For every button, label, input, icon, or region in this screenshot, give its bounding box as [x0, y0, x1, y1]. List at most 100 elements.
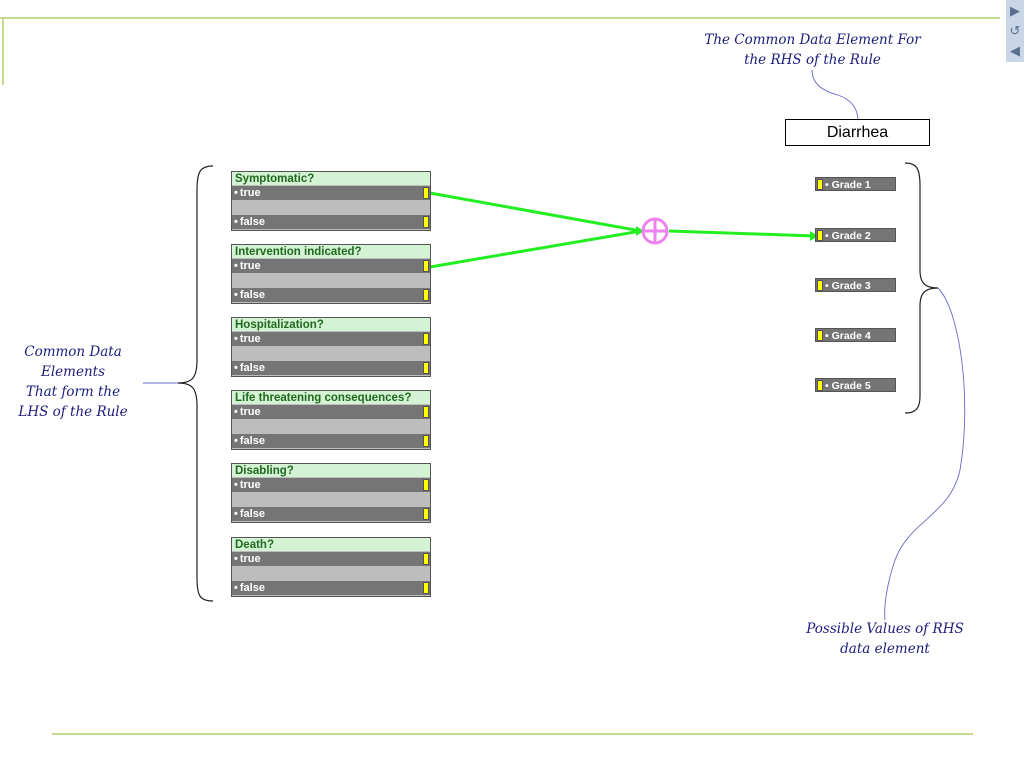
port-handle[interactable]	[423, 508, 429, 520]
return-icon[interactable]: ↺	[1009, 22, 1021, 38]
cde-death[interactable]: Death? •true •false	[231, 537, 431, 597]
bullet-icon: •	[234, 479, 238, 491]
cde-symptomatic[interactable]: Symptomatic? •true •false	[231, 171, 431, 231]
value-label: false	[239, 508, 265, 520]
port-handle[interactable]	[423, 435, 429, 447]
value-label: true	[239, 406, 261, 418]
grade-4-node[interactable]: • Grade 4	[815, 328, 896, 342]
value-true-row[interactable]: •true	[232, 552, 430, 566]
bullet-icon: •	[234, 362, 238, 374]
value-false-row[interactable]: •false	[232, 507, 430, 521]
value-label: false	[239, 582, 265, 594]
value-label: true	[239, 333, 261, 345]
top-rule-line	[0, 17, 1000, 19]
rhs-element-box[interactable]: Diarrhea	[785, 119, 930, 146]
port-handle[interactable]	[817, 330, 823, 341]
circle-plus-icon	[641, 217, 669, 245]
bullet-icon: •	[234, 582, 238, 594]
grade-label-text: Grade 5	[831, 380, 871, 392]
grade-2-node[interactable]: • Grade 2	[815, 228, 896, 242]
port-handle[interactable]	[423, 289, 429, 301]
bullet-icon: •	[234, 553, 238, 565]
value-true-row[interactable]: •true	[232, 332, 430, 346]
value-label: false	[239, 216, 265, 228]
port-handle[interactable]	[423, 362, 429, 374]
cde-title: Life threatening consequences?	[232, 391, 430, 404]
value-label: true	[239, 479, 261, 491]
triangle-right-icon[interactable]: ▶	[1010, 2, 1020, 18]
port-handle[interactable]	[817, 280, 823, 291]
value-true-row[interactable]: •true	[232, 259, 430, 273]
value-label: true	[239, 187, 261, 199]
grade-3-node[interactable]: • Grade 3	[815, 278, 896, 292]
lhs-note-line-4: LHS of the Rule	[18, 404, 128, 420]
lhs-brace	[177, 165, 214, 602]
bullet-icon: •	[234, 508, 238, 520]
value-true-row[interactable]: •true	[232, 405, 430, 419]
value-true-row[interactable]: •true	[232, 478, 430, 492]
grade-label: • Grade 5	[825, 380, 871, 392]
bullet-icon: •	[234, 187, 238, 199]
value-label: false	[239, 289, 265, 301]
cde-title: Death?	[232, 538, 430, 551]
cde-disabling[interactable]: Disabling? •true •false	[231, 463, 431, 523]
cde-title: Disabling?	[232, 464, 430, 477]
rhs-values-callout	[884, 287, 966, 621]
rhs-values-note: Possible Values of RHS data element	[785, 619, 985, 659]
bullet-icon: •	[234, 406, 238, 418]
link-intervention	[429, 229, 642, 269]
value-label: true	[239, 260, 261, 272]
rhs-element-note: The Common Data Element For the RHS of t…	[690, 30, 935, 70]
cde-title: Hospitalization?	[232, 318, 430, 331]
port-handle[interactable]	[817, 380, 823, 391]
value-false-row[interactable]: •false	[232, 215, 430, 229]
grade-1-node[interactable]: • Grade 1	[815, 177, 896, 191]
port-handle[interactable]	[817, 179, 823, 190]
link-symptomatic	[429, 191, 642, 233]
bullet-icon: •	[234, 216, 238, 228]
port-handle[interactable]	[423, 553, 429, 565]
value-false-row[interactable]: •false	[232, 288, 430, 302]
grade-label-text: Grade 2	[831, 230, 871, 242]
bullet-icon: •	[234, 435, 238, 447]
lhs-note-line-3: That form the	[25, 384, 121, 400]
cde-intervention-indicated[interactable]: Intervention indicated? •true •false	[231, 244, 431, 304]
grade-5-node[interactable]: • Grade 5	[815, 378, 896, 392]
lhs-note-line-1: Common Data	[24, 344, 122, 360]
value-true-row[interactable]: •true	[232, 186, 430, 200]
value-label: false	[239, 435, 265, 447]
left-rule-line	[2, 17, 4, 85]
triangle-left-icon[interactable]: ◀	[1010, 42, 1020, 58]
value-false-row[interactable]: •false	[232, 581, 430, 595]
port-handle[interactable]	[817, 230, 823, 241]
port-handle[interactable]	[423, 582, 429, 594]
port-handle[interactable]	[423, 187, 429, 199]
link-arrow-head	[636, 226, 644, 236]
grade-label: • Grade 4	[825, 330, 871, 342]
grade-label: • Grade 2	[825, 230, 871, 242]
port-handle[interactable]	[423, 216, 429, 228]
value-false-row[interactable]: •false	[232, 361, 430, 375]
lhs-note-line-2: Elements	[41, 364, 105, 380]
lhs-note: Common Data Elements That form the LHS o…	[8, 342, 138, 422]
port-handle[interactable]	[423, 260, 429, 272]
grade-label: • Grade 1	[825, 179, 871, 191]
cde-title: Intervention indicated?	[232, 245, 430, 258]
value-false-row[interactable]: •false	[232, 434, 430, 448]
rhs-brace	[904, 162, 939, 414]
bottom-rule-line	[52, 733, 973, 735]
rhs-element-note-line-1: The Common Data Element For	[704, 32, 921, 48]
cde-hospitalization[interactable]: Hospitalization? •true •false	[231, 317, 431, 377]
port-handle[interactable]	[423, 479, 429, 491]
cde-life-threatening[interactable]: Life threatening consequences? •true •fa…	[231, 390, 431, 450]
slide-navigation: ▶ ↺ ◀	[1006, 0, 1024, 62]
grade-label-text: Grade 4	[831, 330, 871, 342]
port-handle[interactable]	[423, 333, 429, 345]
bullet-icon: •	[234, 260, 238, 272]
rhs-element-note-line-2: the RHS of the Rule	[744, 52, 881, 68]
port-handle[interactable]	[423, 406, 429, 418]
grade-label-text: Grade 3	[831, 280, 871, 292]
rhs-element-callout	[811, 69, 859, 120]
grade-arrow-head	[810, 231, 818, 241]
